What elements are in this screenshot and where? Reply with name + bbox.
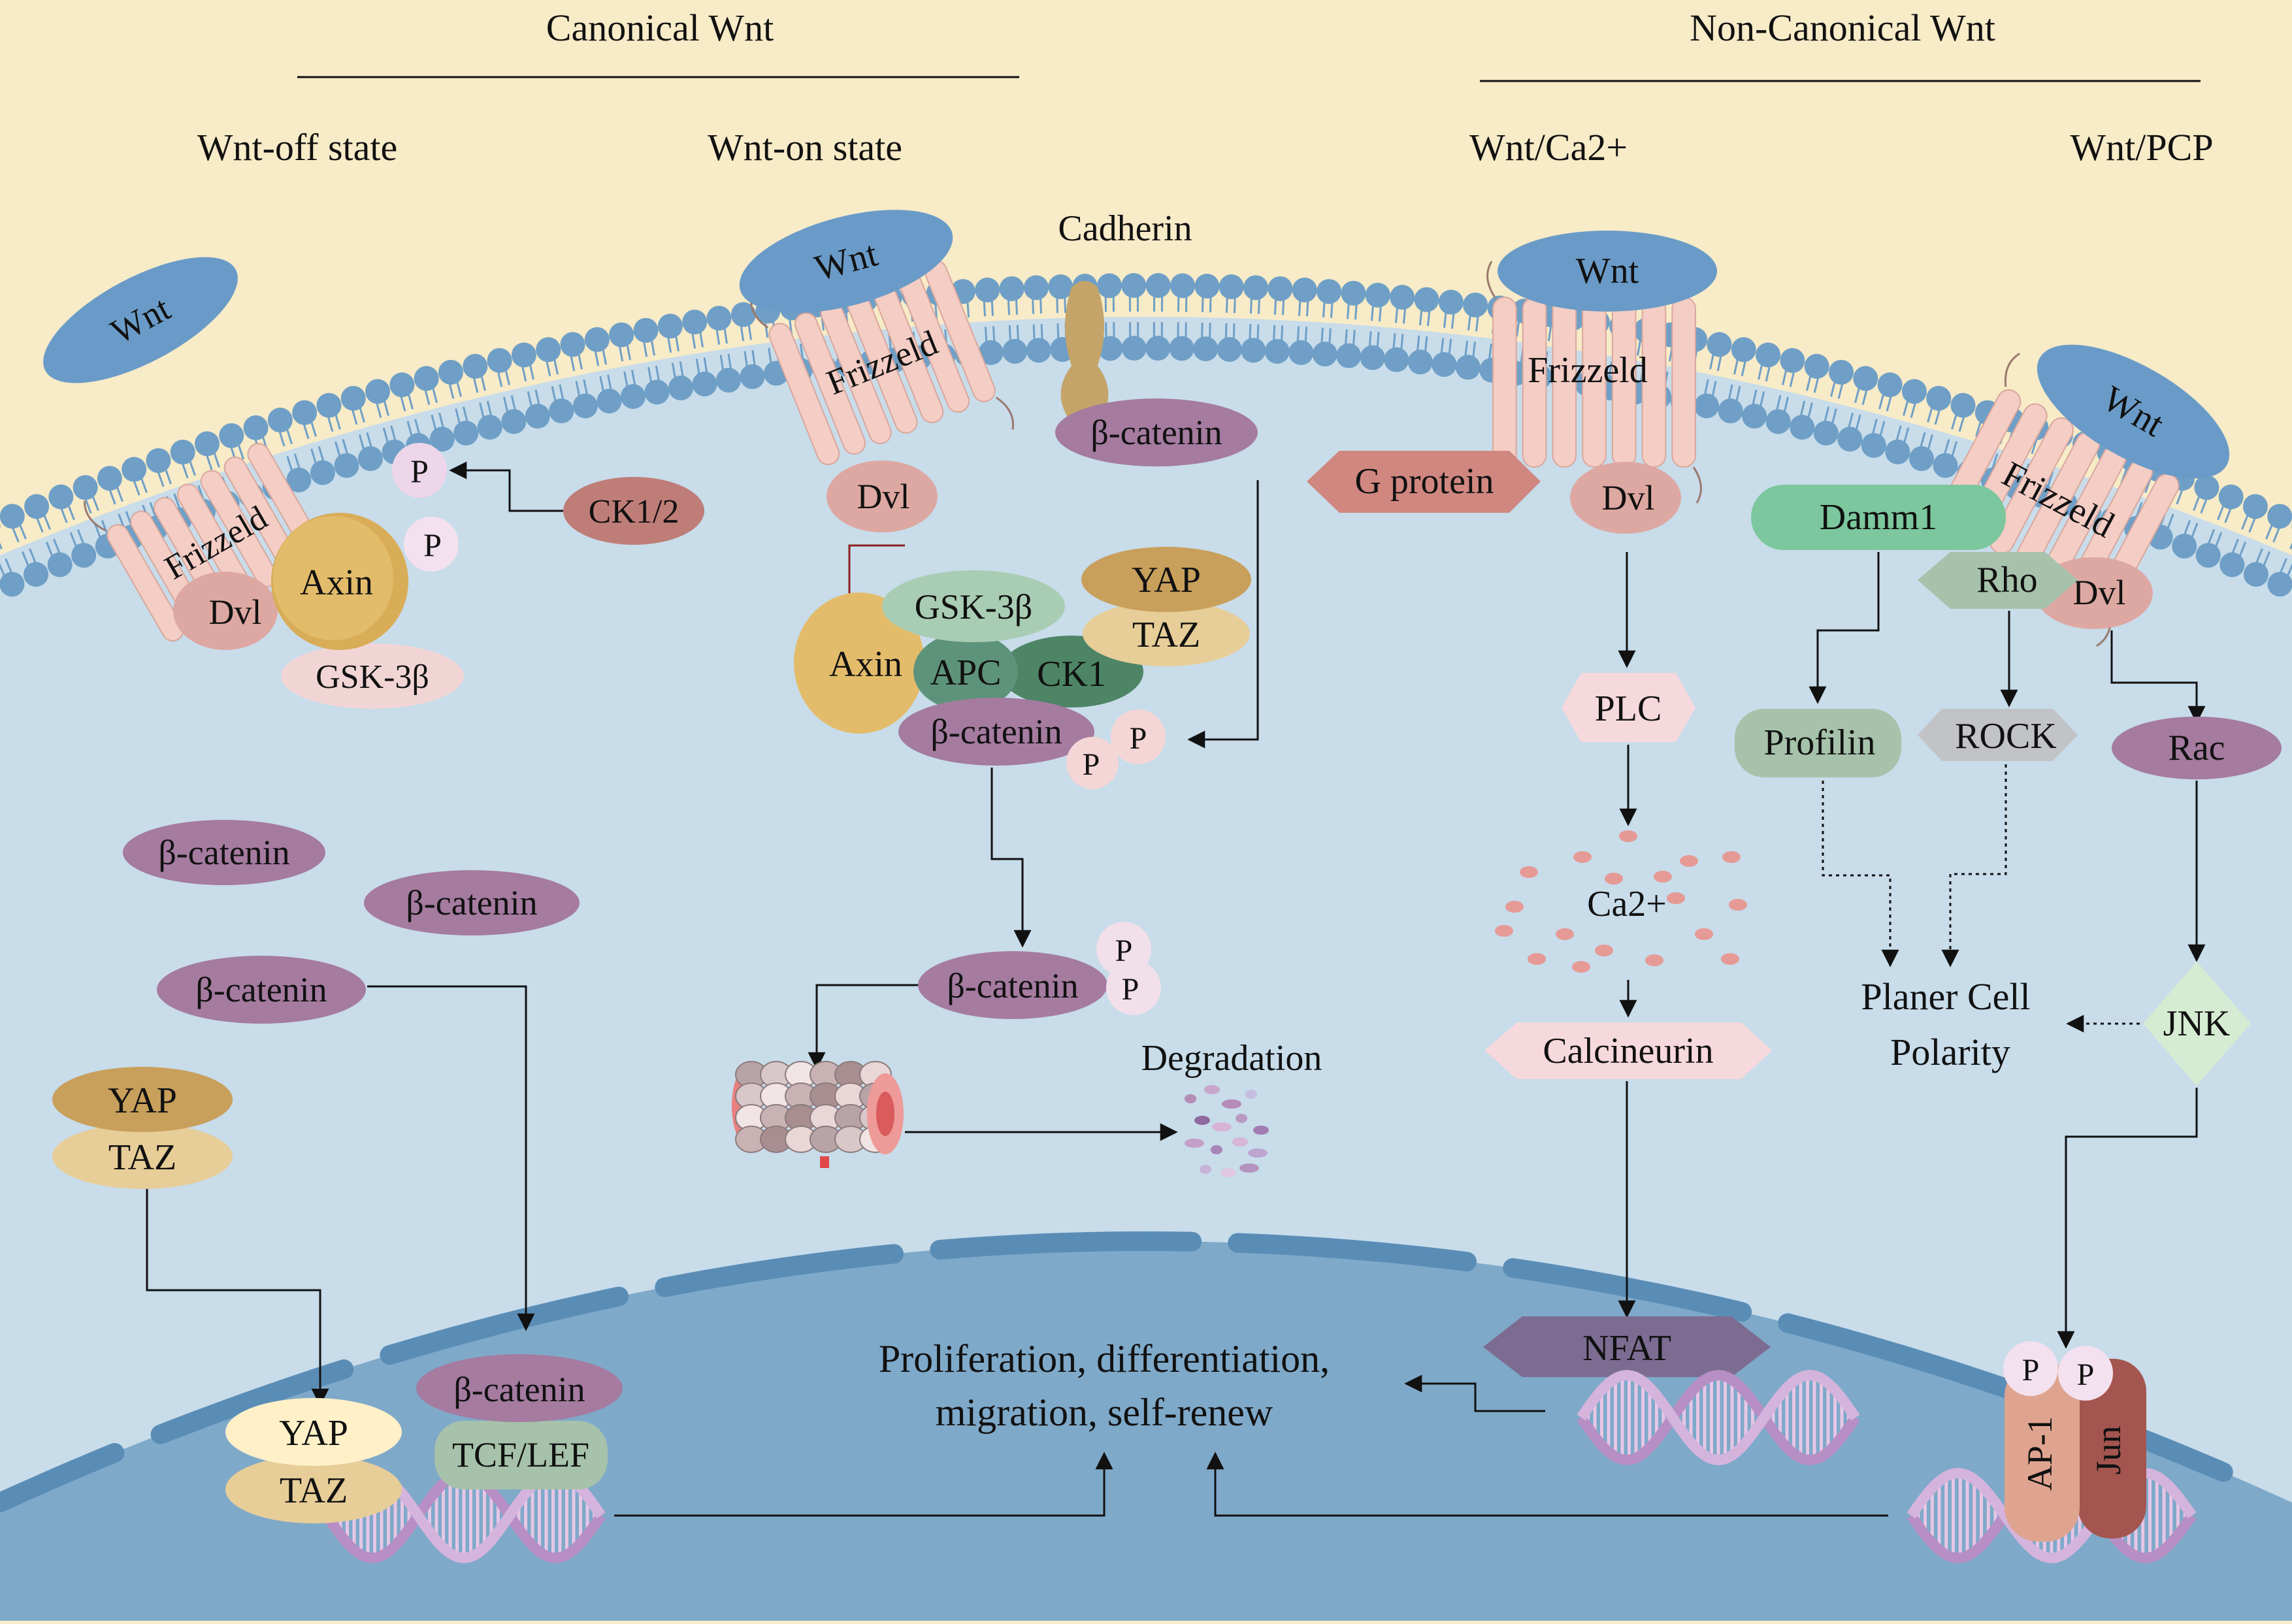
header-wnt-pcp: Wnt/PCP [2070,126,2213,169]
header-non-canonical: Non-Canonical Wnt [1690,7,1995,49]
svg-text:TAZ: TAZ [108,1137,176,1178]
svg-text:β-catenin: β-catenin [453,1370,585,1409]
nfat: NFAT [1483,1316,1771,1377]
wnt-off-phospho-1: P [392,443,447,498]
svg-text:P: P [410,453,429,489]
svg-text:Cadherin: Cadherin [1058,208,1192,249]
free-beta-catenin-1: β-catenin [123,820,325,885]
svg-text:GSK-3β: GSK-3β [915,587,1032,626]
svg-text:Dvl: Dvl [1602,478,1655,517]
ca-wnt: Wnt [1498,231,1717,312]
wnt-on-dvl: Dvl [827,461,938,532]
svg-text:PLC: PLC [1595,689,1662,729]
dna-nfat-icon [1581,1375,1856,1460]
rho: Rho [1918,552,2078,609]
header-wnt-ca: Wnt/Ca2+ [1469,126,1628,169]
svg-text:GSK-3β: GSK-3β [316,658,429,696]
free-beta-catenin-3: β-catenin [157,956,366,1024]
wnt-off-dvl: Dvl [173,572,278,650]
svg-text:β-catenin: β-catenin [406,883,537,922]
svg-text:P: P [1130,721,1147,756]
svg-text:CK1: CK1 [1037,654,1106,694]
ap1-jun-complex: Jun AP-1 P P [2003,1341,2146,1542]
svg-text:YAP: YAP [279,1413,348,1453]
plc: PLC [1562,673,1695,742]
degradation-label: Degradation [1141,1038,1322,1079]
profilin: Profilin [1735,709,1901,777]
svg-text:β-catenin: β-catenin [930,712,1062,751]
svg-text:Axin: Axin [829,644,902,685]
svg-text:CK1/2: CK1/2 [589,493,679,530]
outcome-line1: Proliferation, differentiation, [879,1337,1330,1380]
free-beta-catenin-2: β-catenin [364,870,580,935]
outcome-line2: migration, self-renew [936,1391,1273,1434]
svg-text:P: P [1122,972,1139,1007]
svg-text:ROCK: ROCK [1955,716,2057,756]
svg-text:Jun: Jun [2089,1425,2128,1474]
svg-text:APC: APC [930,653,1002,693]
svg-text:Profilin: Profilin [1763,723,1875,763]
ca-dvl: Dvl [1570,462,1681,534]
wnt-off-phospho-2: P [404,517,459,572]
svg-text:P: P [1083,747,1100,782]
svg-text:Damm1: Damm1 [1820,497,1937,538]
svg-text:TCF/LEF: TCF/LEF [452,1435,589,1474]
svg-text:β-catenin: β-catenin [947,966,1078,1005]
rock: ROCK [1918,709,2078,761]
svg-text:Frizzeld: Frizzeld [1528,350,1647,391]
calcineurin: Calcineurin [1484,1022,1772,1079]
wnt-off-gsk3b: GSK-3β [281,643,464,709]
svg-text:Rac: Rac [2168,728,2225,768]
header-wnt-off: Wnt-off state [197,126,398,169]
rac: Rac [2112,717,2282,779]
wnt-off-axin: Axin [271,513,408,650]
header-wnt-on: Wnt-on state [708,126,902,169]
svg-text:TAZ: TAZ [280,1470,348,1511]
svg-text:Axin: Axin [300,562,373,603]
svg-text:β-catenin: β-catenin [1090,413,1222,452]
svg-text:Dvl: Dvl [209,593,262,632]
g-protein: G protein [1307,451,1541,513]
pcp-label-line1: Planer Cell [1861,975,2030,1018]
svg-text:G protein: G protein [1354,461,1494,502]
svg-text:Rho: Rho [1976,560,2037,600]
svg-text:Wnt: Wnt [1576,251,1639,291]
svg-text:Dvl: Dvl [857,477,910,516]
svg-text:P: P [423,527,442,563]
svg-text:β-catenin: β-catenin [195,970,327,1009]
svg-text:Dvl: Dvl [2073,573,2126,612]
ca2-label: Ca2+ [1587,884,1667,924]
membrane-beta-catenin: β-catenin [1055,398,1258,466]
pcp-label-line2: Polarity [1890,1031,2010,1073]
header-canonical: Canonical Wnt [546,7,774,49]
damm1: Damm1 [1751,485,2006,550]
svg-text:NFAT: NFAT [1582,1328,1671,1369]
svg-text:JNK: JNK [2163,1003,2231,1044]
svg-text:P: P [2077,1357,2095,1392]
svg-text:β-catenin: β-catenin [158,833,289,872]
wnt-off-ck12: CK1/2 [563,477,704,545]
svg-text:YAP: YAP [108,1080,177,1121]
svg-text:YAP: YAP [1132,560,1201,600]
svg-text:TAZ: TAZ [1132,615,1200,655]
svg-text:Calcineurin: Calcineurin [1543,1031,1713,1071]
svg-text:P: P [2022,1353,2040,1388]
wnt-off-wnt: Wnt [25,232,255,408]
svg-text:AP-1: AP-1 [2020,1416,2059,1491]
svg-text:P: P [1115,934,1133,968]
